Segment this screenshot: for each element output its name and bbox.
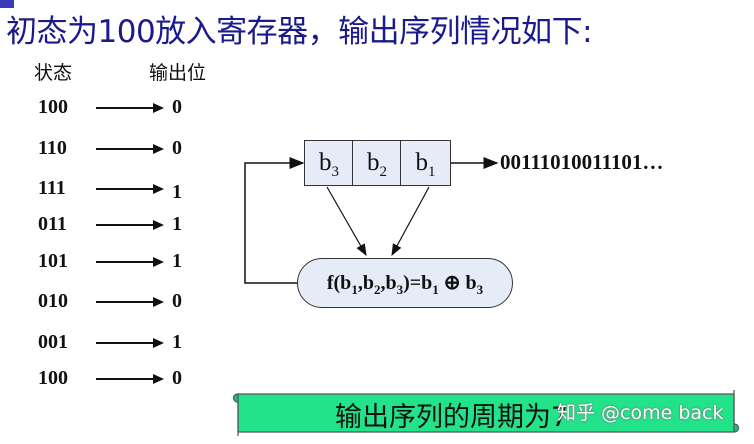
output-bit: 0 (172, 367, 182, 389)
register-cell-b2: b2 (352, 140, 402, 186)
register-cell-b1: b1 (400, 140, 451, 186)
arrow-icon (96, 144, 164, 153)
tap-line-b1 (391, 186, 430, 257)
output-bit: 1 (172, 331, 182, 353)
output-sequence: 00111010011101… (500, 150, 664, 174)
output-bit: 0 (172, 290, 182, 312)
period-banner (232, 390, 740, 436)
state-row: 001 1 (38, 331, 198, 355)
output-column-header: 输出位 (149, 62, 207, 84)
arrow-icon (96, 374, 164, 383)
register-cell-b3: b3 (304, 140, 354, 186)
state-row: 011 1 (38, 213, 198, 237)
state-row: 110 0 (38, 137, 198, 161)
arrow-icon (96, 184, 164, 193)
state-value: 100 (38, 96, 68, 118)
slide-title: 初态为100放入寄存器，输出序列情况如下: (6, 14, 593, 50)
output-bit: 1 (172, 213, 182, 235)
output-bit: 0 (172, 137, 182, 159)
output-bit: 1 (172, 250, 182, 272)
feedback-function-box: f(b1,b2,b3)=b1 ⊕ b3 (297, 258, 513, 308)
state-value: 011 (38, 213, 67, 235)
state-value: 100 (38, 367, 68, 389)
arrow-icon (96, 338, 164, 347)
state-column-header: 状态 (34, 62, 73, 84)
arrow-icon (96, 257, 164, 266)
period-banner-text: 输出序列的周期为7 (335, 402, 569, 433)
feedback-line (244, 157, 305, 284)
tap-line-b3 (326, 186, 367, 257)
arrow-icon (96, 220, 164, 229)
state-value: 111 (38, 177, 66, 199)
state-value: 110 (38, 137, 67, 159)
state-value: 001 (38, 331, 68, 353)
slide-accent-bar (0, 0, 14, 8)
state-row: 111 1 (38, 177, 198, 203)
state-row: 100 0 (38, 367, 198, 391)
arrow-icon (96, 103, 164, 112)
output-bit: 1 (172, 181, 182, 203)
watermark: 知乎 @come back (557, 402, 724, 424)
state-value: 101 (38, 250, 68, 272)
arrow-icon (96, 297, 164, 306)
state-row: 100 0 (38, 96, 198, 120)
state-value: 010 (38, 290, 68, 312)
state-row: 101 1 (38, 250, 198, 274)
output-bit: 0 (172, 96, 182, 118)
state-row: 010 0 (38, 290, 198, 314)
